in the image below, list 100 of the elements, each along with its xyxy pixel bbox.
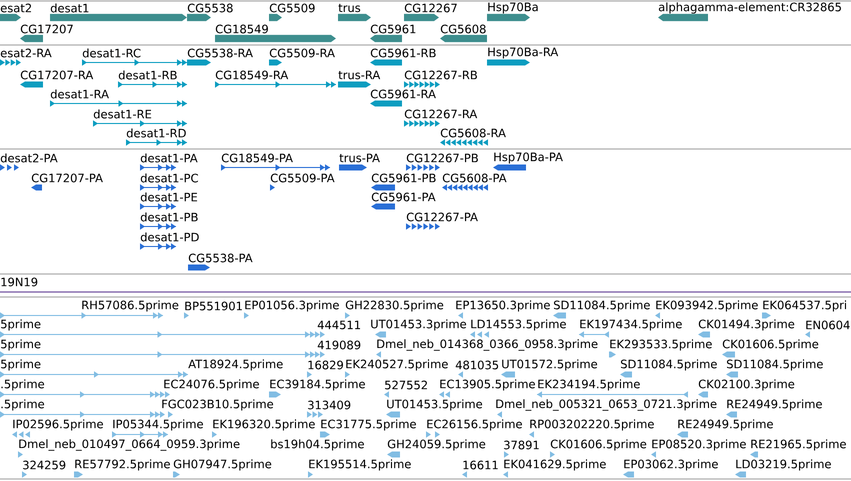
- feature-label: CG12267: [404, 4, 457, 12]
- feature-label: .5prime: [1, 379, 44, 391]
- feature-label: RE24949.5prime: [727, 399, 822, 411]
- feature-label: CG5961-PA: [372, 192, 436, 202]
- feature-label: 16829: [308, 360, 343, 370]
- feature-label: CG5608-RA: [440, 128, 506, 138]
- feature-label: RE57792.5prime: [75, 459, 170, 471]
- feature-label: .5prime: [1, 399, 44, 411]
- feature-label: 16611: [463, 460, 498, 470]
- feature-label: bs19h04.5prime: [271, 439, 364, 451]
- feature-label: 324259: [23, 460, 66, 470]
- feature-label: EC26156.5prime: [427, 419, 522, 431]
- feature-label: desat1-PA: [140, 154, 198, 162]
- feature-label: desat1-RC: [82, 48, 140, 58]
- feature-label: desat1-PB: [140, 212, 198, 222]
- feature-label: CG5538-RA: [188, 48, 253, 58]
- feature-label: GH22830.5prime: [346, 300, 444, 312]
- feature-label: desat1-RA: [50, 90, 109, 98]
- feature-label: 481035: [456, 360, 498, 370]
- feature-label: GH07947.5prime: [174, 459, 272, 471]
- feature-label: trus: [338, 4, 360, 12]
- feature-label: CG12267-PB: [406, 154, 478, 162]
- feature-label: EP01056.3prime: [245, 300, 339, 312]
- feature-label: CG5961-RB: [370, 48, 436, 58]
- feature-label: CG5538-PA: [188, 254, 253, 262]
- feature-label: 5prime: [1, 319, 40, 331]
- feature-label: CG17207-PA: [32, 174, 103, 182]
- feature-label: CG18549: [216, 24, 268, 34]
- feature-label: 527552: [385, 380, 427, 390]
- feature-label: FGC023B10.5prime: [162, 399, 274, 411]
- feature-label: IP05344.5prime: [113, 419, 203, 431]
- feature-label: AT18924.5prime: [188, 359, 283, 371]
- feature-label: EK240527.5prime: [346, 359, 448, 371]
- feature-label: 419089: [318, 340, 360, 350]
- feature-label: EN0604: [806, 320, 850, 330]
- feature-label: CG5509: [270, 4, 315, 12]
- feature-label: 313409: [308, 400, 350, 410]
- feature-label: desat1-PE: [140, 192, 198, 202]
- feature-label: LD14553.5prime: [471, 319, 566, 331]
- feature-label: UT01453.5prime: [387, 399, 482, 411]
- feature-label: SD11084.5prime: [726, 359, 823, 371]
- feature-label: EK196320.5prime: [213, 419, 315, 431]
- feature-label: SD11084.5prime: [620, 359, 717, 371]
- feature-label: trus-RA: [338, 70, 380, 80]
- feature-label: EK195514.5prime: [309, 459, 411, 471]
- feature-label: EK064537.5pri: [763, 300, 846, 312]
- feature-label: Hsp70Ba-RA: [488, 48, 558, 58]
- feature-label: esat2: [0, 4, 31, 12]
- feature-label: CG12267-PA: [406, 212, 478, 222]
- feature-label: RH57086.5prime: [82, 300, 178, 312]
- feature-label: BP551901: [185, 302, 242, 310]
- feature-label: 37891: [504, 440, 539, 450]
- feature-label: EC13905.5prime: [440, 379, 535, 391]
- feature-label: trus-PA: [340, 154, 380, 162]
- feature-label: Hsp70Ba: [488, 2, 538, 14]
- feature-label: CK01606.5prime: [550, 439, 646, 451]
- feature-label: CG18549-RA: [216, 70, 288, 80]
- feature-label: EK197434.5prime: [580, 319, 682, 331]
- feature-label: SD11084.5prime: [554, 300, 650, 312]
- feature-label: desat1-RE: [94, 110, 152, 118]
- feature-label: EC39184.5prime: [270, 379, 365, 391]
- feature-label: CG17207-RA: [20, 70, 94, 80]
- feature-label: EC24076.5prime: [164, 379, 259, 391]
- feature-label: GH24059.5prime: [388, 439, 486, 451]
- feature-label: CG5608-PA: [442, 174, 507, 182]
- feature-label: CG5961-RA: [370, 90, 436, 98]
- feature-label: EK041629.5prime: [504, 459, 606, 471]
- feature-label: CK01494.3prime: [698, 319, 794, 331]
- feature-label: CG17207: [20, 24, 73, 34]
- feature-label: CK02100.3prime: [698, 379, 794, 391]
- feature-label: EP08520.3prime: [652, 439, 746, 451]
- feature-label: EK293533.5prime: [610, 339, 712, 351]
- feature-label: alphagamma-element:CR32865: [658, 2, 841, 14]
- feature-label: desat1-PD: [140, 232, 199, 242]
- feature-label: RE21965.5prime: [751, 439, 846, 451]
- feature-label: Dmel_neb_010497_0664_0959.3prime: [19, 439, 240, 451]
- feature-label: CG5608: [440, 24, 486, 34]
- feature-label: Hsp70Ba-PA: [494, 152, 563, 164]
- feature-label: EP13650.3prime: [456, 300, 550, 312]
- feature-label: Dmel_neb_005321_0653_0721.3prime: [496, 399, 716, 411]
- feature-label: UT01572.5prime: [502, 359, 598, 371]
- feature-label: RE24949.5prime: [678, 419, 773, 431]
- feature-label: CG5509-PA: [270, 174, 335, 182]
- feature-label: CG5509-RA: [270, 48, 335, 58]
- feature-label: RP003202220.5prime: [530, 419, 654, 431]
- feature-label: LD03219.5prime: [736, 459, 831, 471]
- feature-label: desat1-RD: [126, 128, 186, 138]
- feature-label: CG12267-RA: [404, 110, 478, 118]
- feature-label: desat1-RB: [118, 70, 177, 80]
- feature-label: esat2-RA: [0, 48, 52, 58]
- feature-label: EK093942.5prime: [656, 300, 758, 312]
- feature-label: desat1: [50, 4, 88, 12]
- feature-label: CK01606.5prime: [722, 339, 818, 351]
- feature-label: UT01453.3prime: [371, 319, 466, 331]
- feature-label: EC31775.5prime: [321, 419, 416, 431]
- feature-label: desat1-PC: [140, 174, 198, 182]
- feature-label: CG12267-RB: [404, 70, 477, 80]
- feature-label: 444511: [318, 320, 360, 330]
- feature-label: CG5538: [188, 4, 233, 12]
- feature-label: Dmel_neb_014368_0366_0958.3prime: [377, 339, 598, 351]
